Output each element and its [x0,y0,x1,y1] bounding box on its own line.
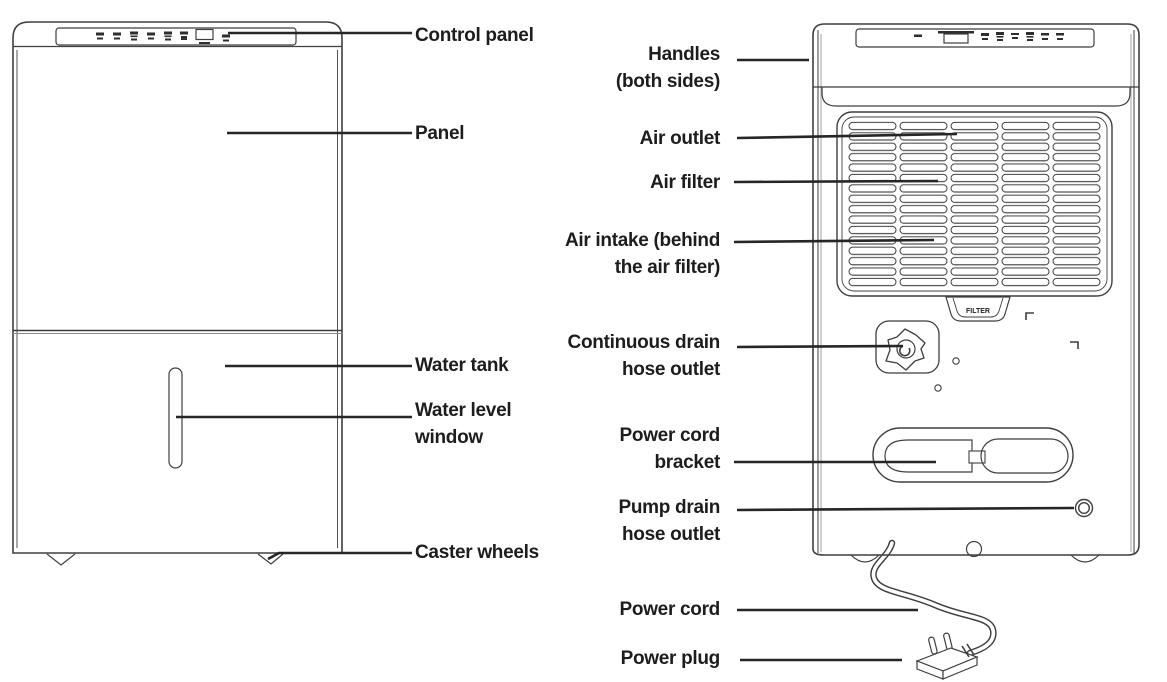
back-control-buttons [914,31,1064,41]
bottom-hole [965,540,983,558]
leader-pump-drain [736,506,1075,512]
front-control-panel [55,27,297,46]
front-caster-wheels [46,553,284,566]
corner-marks [1025,312,1079,349]
label-control-panel: Control panel [415,25,534,46]
filter-tab: FILTER [945,296,1011,322]
label-handles: Handles (both sides) [615,44,720,92]
back-display-window [943,33,969,44]
label-power-cord-bracket: Power cord bracket [619,425,721,473]
label-power-cord: Power cord [619,599,721,620]
back-control-panel [855,28,1095,48]
label-air-outlet: Air outlet [639,128,721,149]
leader-continuous-drain [736,344,904,349]
back-view-drawing: FILTER [812,23,1140,680]
label-panel: Panel [415,123,465,144]
label-water-tank: Water tank [415,355,509,376]
leader-air-filter [733,179,939,184]
front-display-window [195,28,214,41]
air-grille [836,111,1113,297]
label-power-plug: Power plug [620,648,721,669]
leader-lines [176,31,1075,662]
back-feet [850,554,1100,563]
filter-tab-text: FILTER [966,308,990,315]
leader-air-intake [733,238,935,244]
leader-caster-wheels [267,551,412,561]
leader-air-outlet [736,132,958,140]
label-air-intake: Air intake (behind the air filter) [564,230,720,278]
label-caster-wheels: Caster wheels [415,542,539,563]
label-water-level-window: Water level window [415,400,512,448]
handle-recess [813,86,1139,107]
label-continuous-drain: Continuous drain hose outlet [567,332,721,380]
power-plug-shape [915,632,979,680]
front-view-drawing [12,21,343,566]
label-pump-drain: Pump drain hose outlet [618,497,720,545]
screw-hole [934,384,942,392]
back-body-outline [812,23,1140,556]
front-control-buttons [96,31,230,42]
pump-drain-outlet-shape [1074,498,1094,518]
front-body-outline [12,21,343,554]
label-air-filter: Air filter [650,172,720,193]
screw-hole [952,357,960,365]
power-cord-bracket-shape [872,427,1074,483]
power-cord-shape [870,539,997,657]
